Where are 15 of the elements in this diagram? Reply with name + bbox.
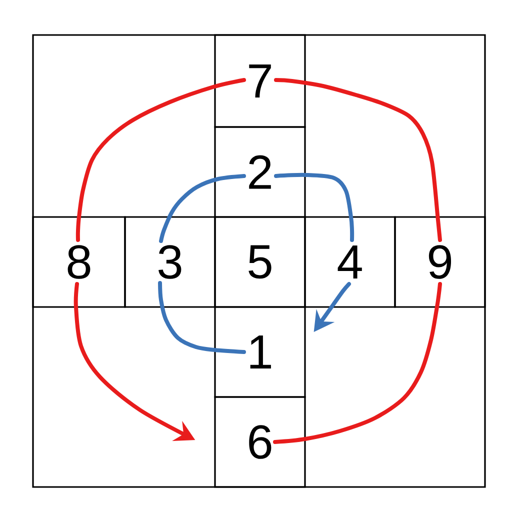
grid-cell: 1 <box>214 306 306 398</box>
grid-cell: 5 <box>214 216 306 308</box>
grid-cell: 8 <box>32 216 126 308</box>
grid-cell: 9 <box>394 216 486 308</box>
curved-line <box>158 281 246 354</box>
grid-cell: 7 <box>214 34 306 128</box>
grid-cell: 6 <box>214 396 306 488</box>
curved-line <box>159 174 246 243</box>
curved-line <box>274 172 354 242</box>
grid-cell: 3 <box>124 216 216 308</box>
curved-line <box>76 78 246 242</box>
curved-line <box>273 282 442 444</box>
grid-cell: 2 <box>214 126 306 218</box>
grid-cell: 4 <box>304 216 396 308</box>
curved-line <box>274 78 442 242</box>
